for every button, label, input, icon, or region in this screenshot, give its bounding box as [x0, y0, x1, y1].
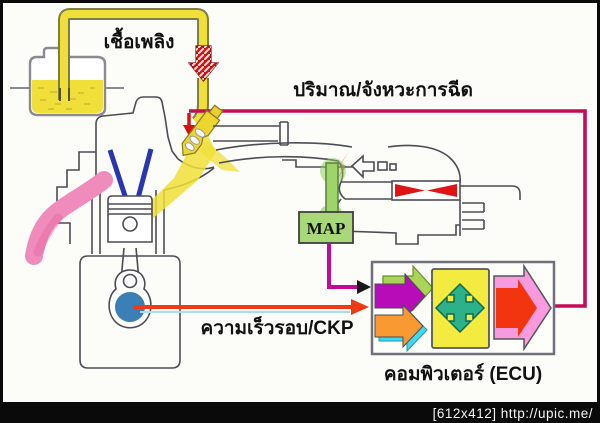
ecu-output-arrow	[493, 263, 552, 352]
map-signal-line	[327, 243, 358, 289]
map-sensor-label: MAP	[307, 219, 346, 238]
fuel-pipe	[58, 8, 209, 127]
injection-signal-label: ปริมาณ/จังหวะการฉีด	[293, 79, 473, 101]
ecu-input-arrows	[374, 264, 434, 353]
injection-signal-line	[189, 109, 587, 308]
ckp-label: ความเร็วรอบ/CKP	[200, 315, 353, 339]
flow-arrow-pink-core	[33, 213, 63, 257]
throttle-valve	[395, 184, 457, 197]
ecu-label: คอมพิวเตอร์ (ECU)	[384, 363, 542, 385]
injection-arrow-icon	[183, 113, 195, 136]
fuel-label: เชื้อเพลิง	[104, 27, 175, 53]
fuel-injector	[181, 104, 224, 157]
map-hose	[325, 162, 339, 214]
watermark-text: [612x412] http://upic.me/	[433, 406, 593, 421]
fuel-spray-runner	[200, 140, 240, 172]
ecu-processing-icon	[434, 282, 486, 334]
airflow-arrow-icon	[350, 154, 397, 179]
crankshaft-journal	[115, 292, 145, 322]
flow-arrow-pink	[25, 171, 113, 265]
fuel-flow-arrow-icon	[187, 45, 220, 82]
map-signal-arrow-icon	[357, 280, 371, 294]
ckp-signal-arrow-icon	[351, 299, 369, 315]
map-sensor-box	[298, 211, 354, 244]
